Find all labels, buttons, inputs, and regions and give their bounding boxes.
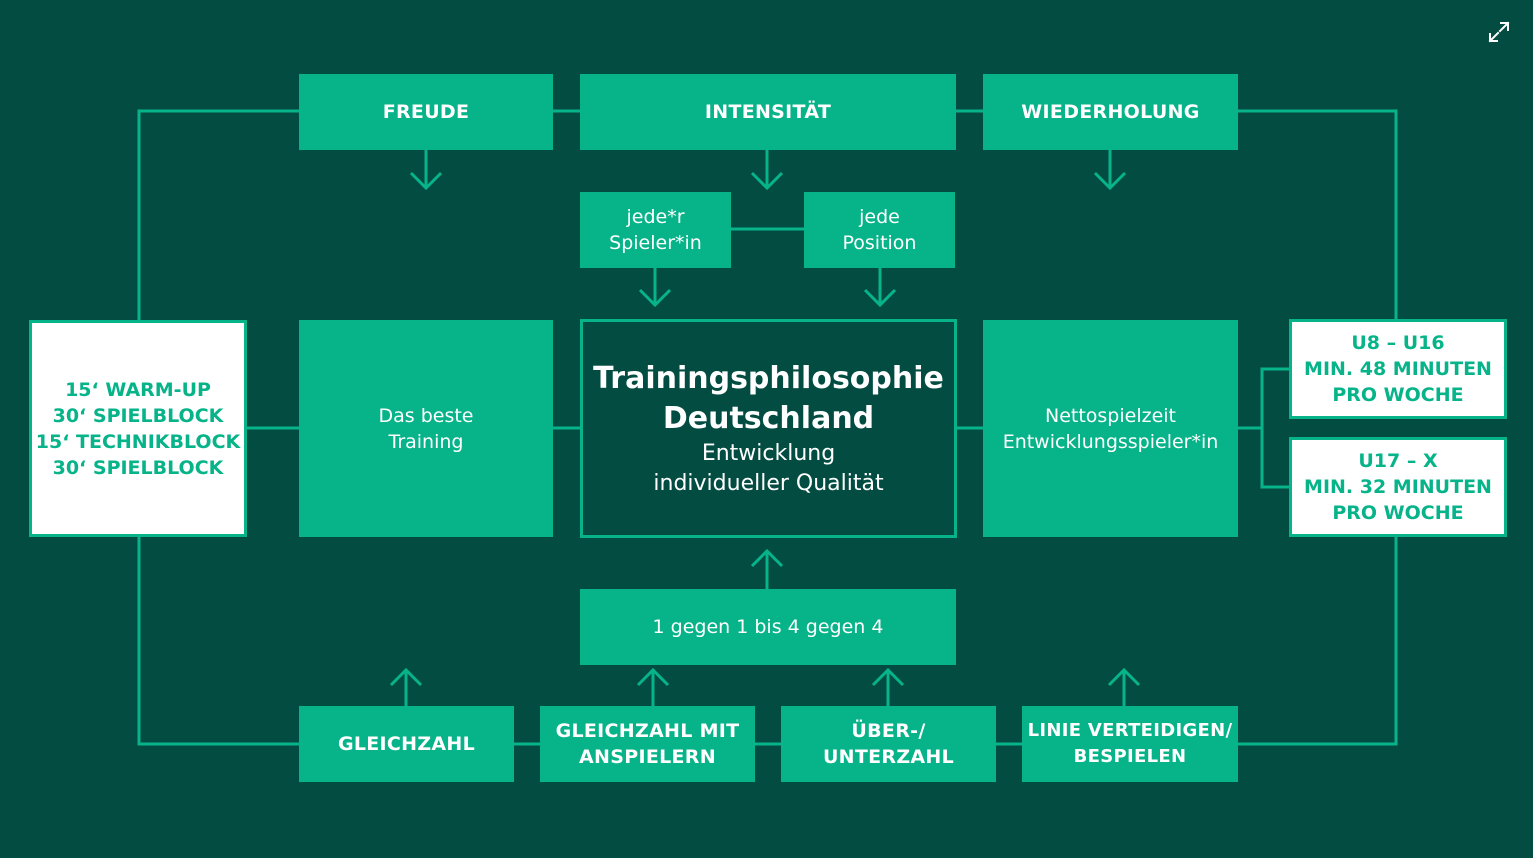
box-game-formats: 1 gegen 1 bis 4 gegen 4 xyxy=(580,589,956,665)
box-gleichzahl: GLEICHZAHL xyxy=(299,706,514,782)
best-training-line-2: Training xyxy=(388,430,464,453)
arrow-up-anspielern xyxy=(636,667,670,706)
arrow-up-ueberzahl xyxy=(871,667,905,706)
box-central-philosophy: Trainingsphilosophie Deutschland Entwick… xyxy=(580,319,957,538)
linie-line-2: BESPIELEN xyxy=(1073,746,1187,767)
box-best-training: Das beste Training xyxy=(299,320,553,537)
box-intensitaet-label: INTENSITÄT xyxy=(704,101,832,123)
game-formats-label: 1 gegen 1 bis 4 gegen 4 xyxy=(652,616,884,638)
arrow-down-intensitaet xyxy=(750,150,784,191)
expand-icon[interactable] xyxy=(1487,20,1511,44)
arrow-down-wiederholung xyxy=(1093,150,1127,191)
arrow-down-freude xyxy=(409,150,443,191)
loop-line-bottom-left xyxy=(137,536,299,746)
every-position-line-1: jede xyxy=(859,206,900,228)
anspielern-line-2: ANSPIELERN xyxy=(579,746,716,768)
ueber-line-2: UNTERZAHL xyxy=(822,746,955,768)
every-position-line-2: Position xyxy=(842,232,917,254)
box-every-player: jede*r Spieler*in xyxy=(580,192,731,268)
net-time-line-2: Entwicklungsspieler*in xyxy=(1002,430,1219,453)
every-player-line-1: jede*r xyxy=(626,206,685,228)
box-wiederholung: WIEDERHOLUNG xyxy=(983,74,1238,150)
arrow-up-gleichzahl xyxy=(389,667,423,706)
session-line-3: 15‘ TECHNIKBLOCK xyxy=(35,430,241,453)
box-intensitaet: INTENSITÄT xyxy=(580,74,956,150)
box-ueber-unterzahl: ÜBER-/ UNTERZAHL xyxy=(781,706,996,782)
box-linie-verteidigen: LINIE VERTEIDIGEN/ BESPIELEN xyxy=(1022,706,1238,782)
arrow-up-formats xyxy=(750,548,784,589)
age-u17-line-3: PRO WOCHE xyxy=(1332,502,1464,524)
ueber-line-1: ÜBER-/ xyxy=(851,720,926,742)
box-freude: FREUDE xyxy=(299,74,553,150)
central-title-line-1: Trainingsphilosophie xyxy=(593,360,944,396)
box-net-playing-time: Nettospielzeit Entwicklungsspieler*in xyxy=(983,320,1238,537)
box-every-position: jede Position xyxy=(804,192,955,268)
anspielern-line-1: GLEICHZAHL MIT xyxy=(555,720,740,742)
arrow-down-position xyxy=(863,268,897,308)
age-u8-line-2: MIN. 48 MINUTEN xyxy=(1304,358,1492,380)
box-age-u17-x: U17 – X MIN. 32 MINUTEN PRO WOCHE xyxy=(1289,437,1507,537)
every-player-line-2: Spieler*in xyxy=(609,232,702,254)
session-line-2: 30‘ SPIELBLOCK xyxy=(52,404,224,427)
session-line-1: 15‘ WARM-UP xyxy=(65,378,211,401)
gleichzahl-label: GLEICHZAHL xyxy=(337,733,476,755)
box-session-structure: 15‘ WARM-UP 30‘ SPIELBLOCK 15‘ TECHNIKBL… xyxy=(29,320,247,537)
age-u17-line-2: MIN. 32 MINUTEN xyxy=(1304,476,1492,498)
arrow-up-linie xyxy=(1107,667,1141,706)
age-u8-line-1: U8 – U16 xyxy=(1351,332,1445,354)
bracket-age-boxes xyxy=(1260,367,1289,489)
box-wiederholung-label: WIEDERHOLUNG xyxy=(1021,101,1200,123)
box-gleichzahl-mit-anspielern: GLEICHZAHL MIT ANSPIELERN xyxy=(540,706,755,782)
net-time-line-1: Nettospielzeit xyxy=(1044,404,1177,427)
central-subtitle-line-1: Entwicklung xyxy=(701,440,836,466)
box-age-u8-u16: U8 – U16 MIN. 48 MINUTEN PRO WOCHE xyxy=(1289,319,1507,419)
central-subtitle-line-2: individueller Qualität xyxy=(653,470,884,496)
arrow-down-players xyxy=(638,268,672,308)
age-u17-line-1: U17 – X xyxy=(1358,450,1438,472)
loop-line-top-right xyxy=(1238,109,1398,321)
best-training-line-1: Das beste xyxy=(378,404,474,427)
linie-line-1: LINIE VERTEIDIGEN/ xyxy=(1027,720,1233,741)
age-u8-line-3: PRO WOCHE xyxy=(1332,384,1464,406)
central-title-line-2: Deutschland xyxy=(662,400,875,436)
loop-line-bottom-right xyxy=(1238,536,1398,746)
session-line-4: 30‘ SPIELBLOCK xyxy=(52,456,224,479)
loop-line-top-left xyxy=(137,109,299,321)
box-freude-label: FREUDE xyxy=(382,101,470,123)
